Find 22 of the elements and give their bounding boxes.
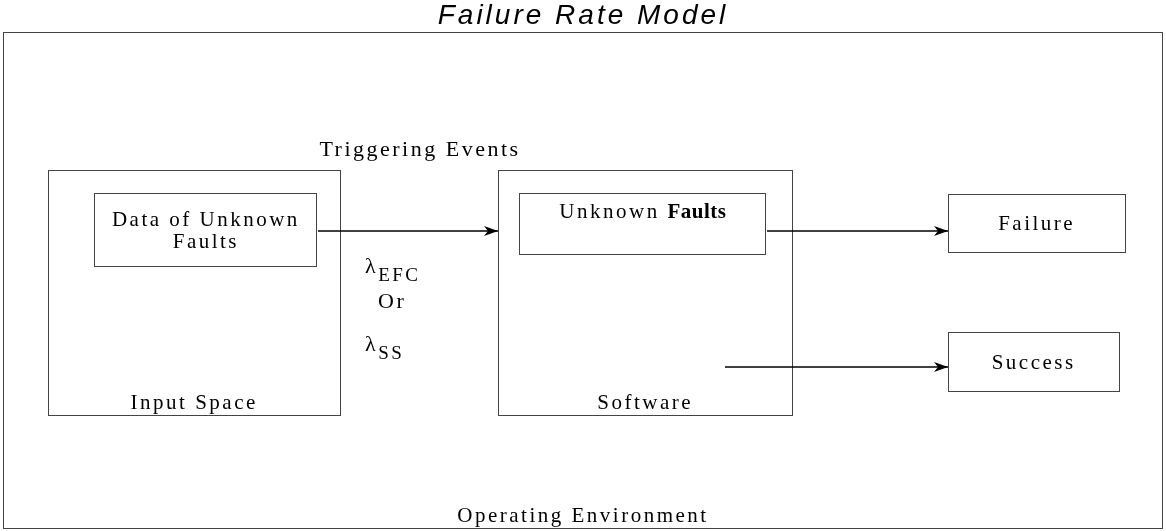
rate-label: Or	[378, 290, 407, 312]
data-box	[94, 193, 318, 268]
arrow	[766, 226, 949, 236]
node-label: Success	[990, 350, 1077, 373]
node-label: Software	[596, 390, 695, 413]
arrow	[317, 226, 499, 236]
outcome-box	[947, 193, 1126, 253]
outcome-box	[947, 331, 1120, 392]
node-label: Unknown Faults	[558, 200, 728, 223]
diagram-title: Failure Rate Model	[436, 0, 730, 30]
input-space-box	[47, 169, 341, 416]
arrow	[724, 362, 949, 372]
rate-label: λ$_{SS}$	[365, 333, 405, 362]
software-box	[497, 169, 793, 416]
node-label: Data of Unknown Faults	[110, 208, 301, 253]
faults-box	[519, 193, 767, 256]
node-label: Input Space	[129, 390, 259, 413]
node-label: Failure	[997, 212, 1077, 235]
rate-label: λ$_{EFC}$	[365, 255, 421, 284]
edge-label: Triggering Events	[318, 138, 522, 160]
environment-boundary	[3, 32, 1163, 529]
node-label: Operating Environment	[456, 503, 710, 526]
